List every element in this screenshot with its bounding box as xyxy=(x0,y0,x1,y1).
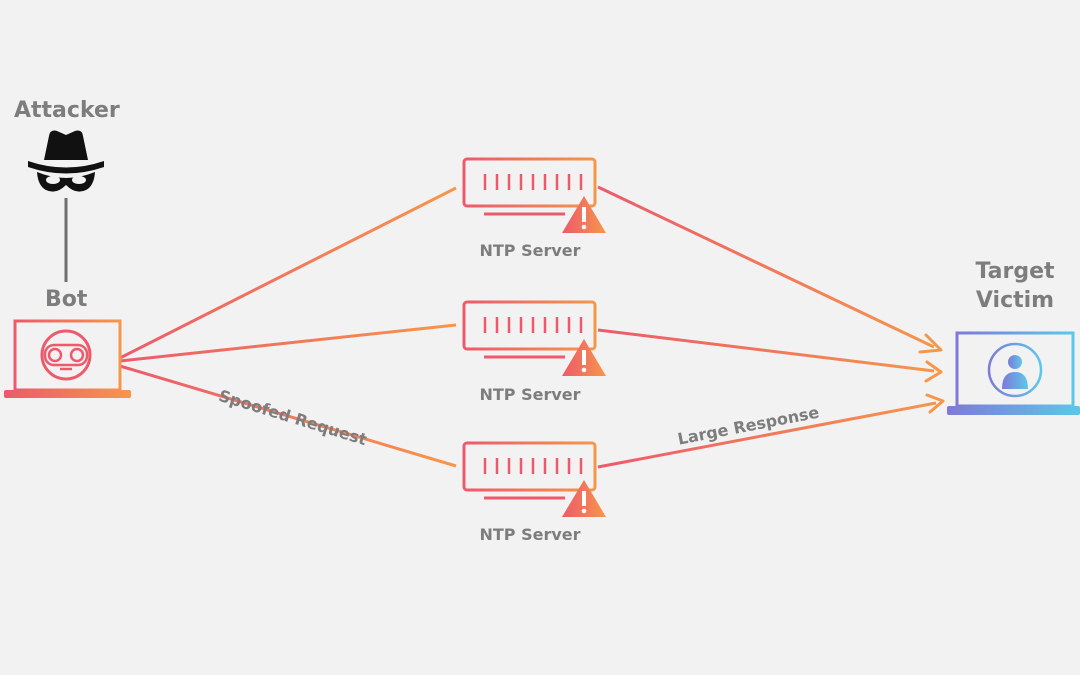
warning-triangle-icon xyxy=(562,196,606,233)
target-victim-label: Target Victim xyxy=(965,257,1065,315)
ntp-server-label-1: NTP Server xyxy=(479,241,581,260)
ntp-server-2 xyxy=(462,300,606,376)
server-rack-icon xyxy=(462,300,597,359)
server-rack-icon xyxy=(462,157,597,216)
robot-face-laptop-icon xyxy=(4,319,131,398)
ntp-server-label-2: NTP Server xyxy=(479,385,581,404)
target-label-line1: Target xyxy=(975,259,1055,284)
user-laptop-icon xyxy=(947,331,1080,415)
bot-label: Bot xyxy=(45,287,88,312)
ntp-server-label-3: NTP Server xyxy=(479,525,581,544)
large-response-lines xyxy=(597,185,945,469)
attacker-label: Attacker xyxy=(14,98,120,123)
warning-triangle-icon xyxy=(562,339,606,376)
server-rack-icon xyxy=(462,441,597,500)
spy-hat-mask-icon xyxy=(28,130,104,192)
ntp-server-3 xyxy=(462,441,606,517)
target-label-line2: Victim xyxy=(975,288,1055,313)
ntp-server-1 xyxy=(462,157,606,233)
spoofed-request-lines xyxy=(119,186,457,468)
warning-triangle-icon xyxy=(562,480,606,517)
